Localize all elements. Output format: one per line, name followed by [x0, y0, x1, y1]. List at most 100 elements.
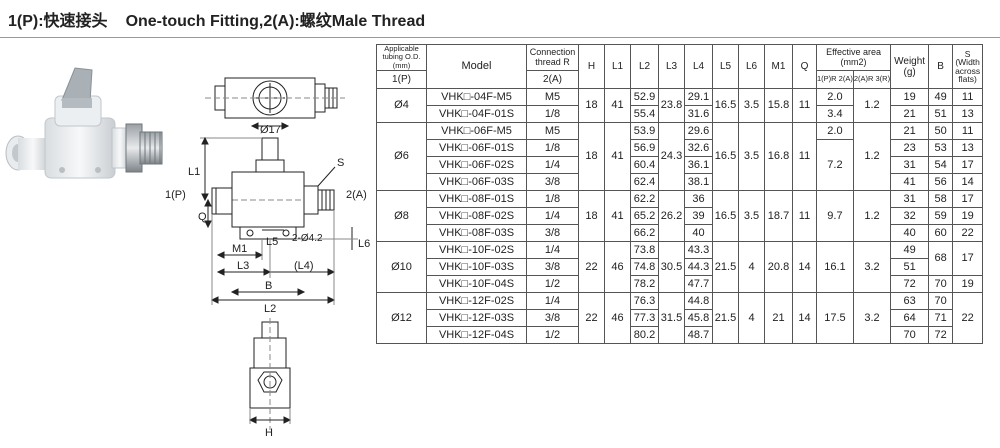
eff-a-cell: 17.5 [816, 292, 854, 344]
od-cell: Ø10 [376, 241, 427, 293]
model-cell: VHK□-06F-M5 [426, 122, 527, 140]
l1-cell: 41 [604, 88, 631, 123]
spec-table: Applicable tubing O.D.(mm) Model Connect… [376, 44, 984, 344]
port-label-1p: 1(P) [165, 189, 186, 201]
dim-label-l6: L6 [358, 238, 370, 250]
l6-cell: 3.5 [738, 190, 765, 242]
l3-cell: 24.3 [658, 122, 685, 191]
s-cell: 22 [952, 224, 984, 242]
l2-cell: 80.2 [630, 326, 659, 344]
b-cell: 51 [928, 105, 954, 123]
l4-cell: 45.8 [684, 309, 713, 327]
eff-b-cell: 1.2 [852, 122, 892, 191]
model-cell: VHK□-12F-03S [426, 309, 527, 327]
b-cell: 68 [928, 241, 954, 276]
thread-cell: M5 [526, 122, 579, 140]
dim-label-l1: L1 [188, 166, 200, 178]
dim-label-b: B [265, 280, 272, 292]
s-cell: 17 [952, 190, 984, 208]
l2-cell: 55.4 [630, 105, 659, 123]
weight-cell: 40 [890, 224, 930, 242]
header-l5: L5 [712, 44, 739, 89]
m1-cell: 18.7 [764, 190, 793, 242]
l3-cell: 30.5 [658, 241, 685, 293]
eff-a-cell: 2.0 [816, 122, 854, 140]
weight-cell: 23 [890, 139, 930, 157]
m1-cell: 16.8 [764, 122, 793, 191]
thread-cell: 3/8 [526, 258, 579, 276]
q-cell: 11 [792, 88, 817, 123]
header-l3: L3 [658, 44, 685, 89]
thread-cell: 1/4 [526, 241, 579, 259]
weight-cell: 19 [890, 88, 930, 106]
b-cell: 53 [928, 139, 954, 157]
header-eff-b: 2(A)R 3(R) [852, 70, 892, 89]
l6-cell: 3.5 [738, 122, 765, 191]
m1-cell: 15.8 [764, 88, 793, 123]
header-effective-area: Effective area (mm2) [815, 44, 892, 71]
model-cell: VHK□-04F-01S [426, 105, 527, 123]
s-cell: 19 [952, 207, 984, 225]
b-cell: 70 [928, 275, 954, 293]
thread-cell: 1/2 [526, 326, 579, 344]
l4-cell: 29.6 [684, 122, 713, 140]
l2-cell: 66.2 [630, 224, 659, 242]
s-cell: 17 [952, 241, 984, 276]
l4-cell: 31.6 [684, 105, 713, 123]
od-cell: Ø8 [376, 190, 427, 242]
l2-cell: 73.8 [630, 241, 659, 259]
eff-a-cell: 3.4 [816, 105, 854, 123]
l5-cell: 16.5 [712, 88, 739, 123]
l4-cell: 32.6 [684, 139, 713, 157]
l4-cell: 44.8 [684, 292, 713, 310]
dim-label-hole: 2-Ø4.2 [292, 233, 323, 244]
b-cell: 54 [928, 156, 954, 174]
l4-cell: 48.7 [684, 326, 713, 344]
b-cell: 70 [928, 292, 954, 310]
m1-cell: 21 [764, 292, 793, 344]
dim-label-m1: M1 [232, 243, 247, 255]
l4-cell: 36.1 [684, 156, 713, 174]
l6-cell: 4 [738, 292, 765, 344]
l1-cell: 46 [604, 241, 631, 293]
l3-cell: 31.5 [658, 292, 685, 344]
l5-cell: 21.5 [712, 292, 739, 344]
q-cell: 14 [792, 292, 817, 344]
weight-cell: 21 [890, 122, 930, 140]
header-l1: L1 [604, 44, 631, 89]
title-part-2: One-touch Fitting,2(A):螺纹Male Thread [125, 13, 426, 30]
od-cell: Ø4 [376, 88, 427, 123]
model-cell: VHK□-08F-03S [426, 224, 527, 242]
header-l6: L6 [738, 44, 765, 89]
l2-cell: 62.2 [630, 190, 659, 208]
header-q: Q [792, 44, 817, 89]
l2-cell: 62.4 [630, 173, 659, 191]
header-s: S (Width across flats) [952, 44, 984, 89]
h-cell: 22 [578, 241, 605, 293]
h-cell: 18 [578, 88, 605, 123]
dim-label-q: Q [198, 211, 207, 223]
b-cell: 71 [928, 309, 954, 327]
thread-cell: M5 [526, 88, 579, 106]
s-cell: 13 [952, 105, 984, 123]
l2-cell: 60.4 [630, 156, 659, 174]
dim-label-l2: L2 [264, 303, 276, 315]
l6-cell: 4 [738, 241, 765, 293]
header-model: Model [426, 44, 527, 89]
weight-cell: 51 [890, 258, 930, 276]
model-cell: VHK□-10F-03S [426, 258, 527, 276]
od-cell: Ø12 [376, 292, 427, 344]
thread-cell: 1/8 [526, 139, 579, 157]
thread-cell: 3/8 [526, 309, 579, 327]
weight-cell: 49 [890, 241, 930, 259]
header-b: B [928, 44, 954, 89]
title-part-1: 1(P):快速接头 [8, 13, 108, 30]
eff-a-cell: 2.0 [816, 88, 854, 106]
s-cell: 17 [952, 156, 984, 174]
l3-cell: 26.2 [658, 190, 685, 242]
l4-cell: 38.1 [684, 173, 713, 191]
b-cell: 59 [928, 207, 954, 225]
weight-cell: 32 [890, 207, 930, 225]
l4-cell: 39 [684, 207, 713, 225]
product-photo [5, 67, 163, 179]
